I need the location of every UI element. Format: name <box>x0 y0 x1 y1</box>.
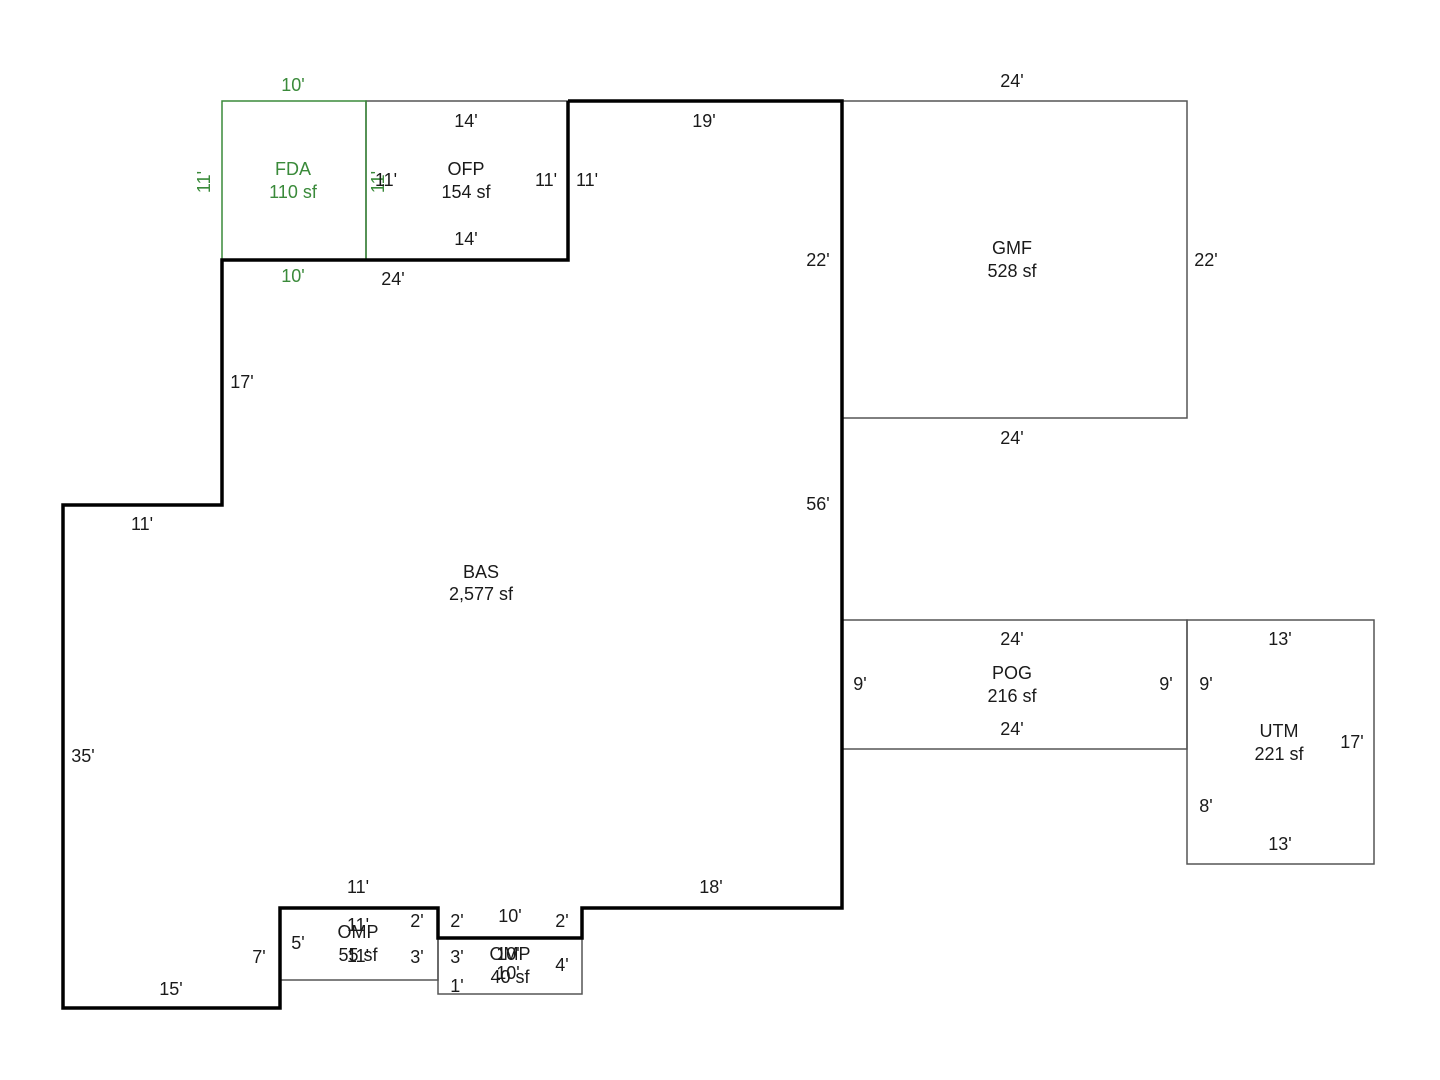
dim-omp1-right-top: 2' <box>410 911 423 931</box>
dim-utm-left-top: 9' <box>1199 674 1212 694</box>
dim-pog-right: 9' <box>1159 674 1172 694</box>
pog-code-label: POG <box>992 663 1032 683</box>
ofp-code-label: OFP <box>447 159 484 179</box>
dim-ofp-left: 11' <box>375 170 397 190</box>
dim-omp1-top: 11' <box>347 877 369 897</box>
dim-gmf-right: 22' <box>1194 250 1217 270</box>
dim-omp2-inner-bottom: 10' <box>496 963 519 983</box>
dim-ofp-bottom: 14' <box>454 229 477 249</box>
dim-ofp-right: 11' <box>535 170 557 190</box>
dim-bas-bottom-right: 18' <box>699 877 722 897</box>
omp2-area-label: 40 sf <box>490 967 530 987</box>
dim-ofp-top: 14' <box>454 111 477 131</box>
utm-code-label: UTM <box>1260 721 1299 741</box>
bas-outline <box>61 99 844 1010</box>
dim-omp2-top: 10' <box>498 906 521 926</box>
dim-bas-upper-left-top: 24' <box>381 269 404 289</box>
fda-area-label: 110 sf <box>269 182 318 202</box>
dim-utm-top: 13' <box>1268 629 1291 649</box>
dim-bas-left-upper: 17' <box>230 372 253 392</box>
utm-area-label: 221 sf <box>1254 744 1304 764</box>
dim-bas-left: 35' <box>71 746 94 766</box>
dim-fda-right: 11' <box>368 171 388 193</box>
gmf-outline <box>841 100 1188 419</box>
pog-area-label: 216 sf <box>987 686 1037 706</box>
dim-utm-right: 17' <box>1340 732 1363 752</box>
dim-omp1-inner-bottom: 11' <box>347 946 369 966</box>
dim-fda-left: 11' <box>194 171 214 193</box>
dim-bas-right: 56' <box>806 494 829 514</box>
bas-code-label: BAS <box>463 562 499 582</box>
dim-ofp-right-outer: 11' <box>576 170 598 190</box>
dim-bas-omp-left: 7' <box>252 947 265 967</box>
dim-fda-bottom: 10' <box>281 266 304 286</box>
dim-omp2-right: 4' <box>555 955 568 975</box>
dim-omp1-right-bottom: 3' <box>410 947 423 967</box>
dim-omp2-left-top: 2' <box>450 911 463 931</box>
dim-utm-left-bottom: 8' <box>1199 796 1212 816</box>
dim-gmf-top: 24' <box>1000 71 1023 91</box>
ofp-area-label: 154 sf <box>441 182 491 202</box>
bas-area-label: 2,577 sf <box>449 584 514 604</box>
dim-omp2-left: 3' <box>450 947 463 967</box>
utm-outline <box>1186 619 1375 865</box>
omp1-area-label: 55 sf <box>338 945 378 965</box>
dim-omp2-inner-top: 10' <box>496 944 519 964</box>
dim-pog-left: 9' <box>853 674 866 694</box>
dim-bas-bottom-left: 15' <box>159 979 182 999</box>
dim-pog-top: 24' <box>1000 629 1023 649</box>
omp1-code-label: OMP <box>337 922 378 942</box>
gmf-area-label: 528 sf <box>987 261 1037 281</box>
dim-omp1-left: 5' <box>291 933 304 953</box>
dim-pog-bottom: 24' <box>1000 719 1023 739</box>
dim-omp1-inner-top: 11' <box>347 915 369 935</box>
dim-utm-bottom: 13' <box>1268 834 1291 854</box>
dim-bas-step: 11' <box>131 514 153 534</box>
fda-code-label: FDA <box>275 159 311 179</box>
omp2-code-label: OMP <box>489 944 530 964</box>
fda-outline <box>221 100 367 261</box>
thin-outlines <box>279 100 1375 995</box>
gmf-code-label: GMF <box>992 238 1032 258</box>
dim-omp2-left-bottom: 1' <box>450 976 463 996</box>
dim-bas-top: 19' <box>692 111 715 131</box>
dim-gmf-bottom: 24' <box>1000 428 1023 448</box>
dim-omp2-right-top: 2' <box>555 911 568 931</box>
dim-fda-top: 10' <box>281 75 304 95</box>
dim-gmf-left: 22' <box>806 250 829 270</box>
